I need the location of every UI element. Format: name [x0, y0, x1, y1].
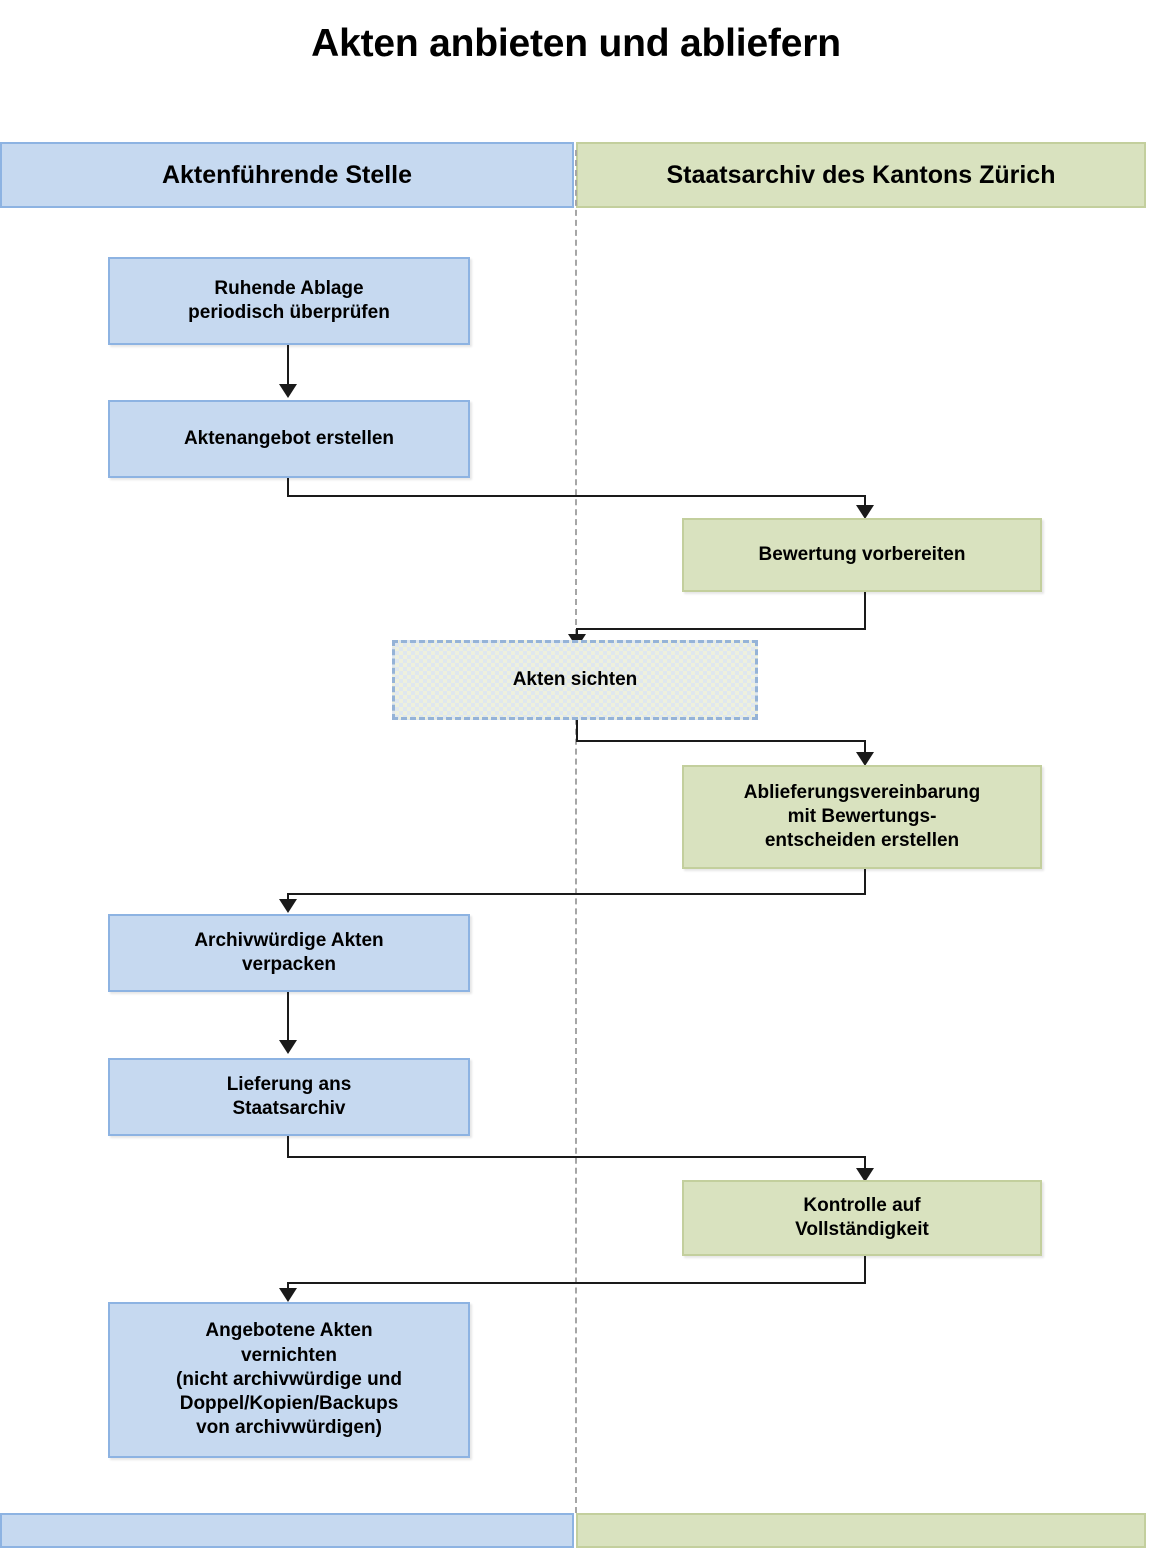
edge-lieferung-to-kontrolle-seg1 [287, 1136, 289, 1158]
node-label: Aktenangebot erstellen [183, 427, 395, 449]
edge-kontrolle-to-vernichten-seg1 [864, 1256, 866, 1284]
edge-ablieferung-to-verpacken-seg1 [864, 869, 866, 895]
node-bewertung-vorbereiten[interactable]: Bewertung vorbereiten [682, 518, 1042, 592]
arrowhead-lieferung-ans-staatsarchiv [279, 1040, 297, 1054]
edge-ruhende-ablage-to-aktenangebot [287, 345, 289, 390]
lane-header-aktenfuehrende-stelle: Aktenführende Stelle [0, 142, 574, 208]
node-akten-sichten[interactable]: Akten sichten [392, 640, 758, 720]
edge-bewertung-to-sichten-seg2 [576, 628, 866, 630]
arrowhead-angebotene-akten-vernichten [279, 1288, 297, 1302]
edge-sichten-to-ablieferung-seg1 [576, 720, 578, 742]
edge-sichten-to-ablieferung-seg2 [576, 740, 866, 742]
arrowhead-kontrolle-vollstaendigkeit [856, 1168, 874, 1182]
arrowhead-archivwuerdige-akten-verpacken [279, 899, 297, 913]
edge-aktenangebot-to-bewertung-seg1 [287, 478, 289, 497]
arrowhead-aktenangebot-erstellen [279, 384, 297, 398]
node-label: Bewertung vorbereiten [758, 543, 966, 565]
lane-header-staatsarchiv: Staatsarchiv des Kantons Zürich [576, 142, 1146, 208]
edge-bewertung-to-sichten-seg1 [864, 592, 866, 630]
arrowhead-bewertung-vorbereiten [856, 505, 874, 519]
edge-lieferung-to-kontrolle-seg3 [864, 1156, 866, 1172]
edge-kontrolle-to-vernichten-seg2 [287, 1282, 866, 1284]
node-aktenangebot-erstellen[interactable]: Aktenangebot erstellen [108, 400, 470, 478]
lane-footer-aktenfuehrende-stelle [0, 1513, 574, 1548]
node-label: Akten sichten [512, 668, 638, 690]
lane-divider [575, 150, 577, 1513]
edge-ablieferung-to-verpacken-seg2 [287, 893, 866, 895]
lane-footer-staatsarchiv [576, 1513, 1146, 1548]
edge-aktenangebot-to-bewertung-seg3 [864, 495, 866, 509]
edge-lieferung-to-kontrolle-seg2 [287, 1156, 866, 1158]
arrowhead-ablieferungsvereinbarung [856, 752, 874, 766]
lane-header-label-left: Aktenführende Stelle [161, 160, 413, 189]
lane-header-label-right: Staatsarchiv des Kantons Zürich [666, 160, 1056, 189]
page-title: Akten anbieten und abliefern [311, 22, 841, 65]
edge-sichten-to-ablieferung-seg3 [864, 740, 866, 756]
edge-verpacken-to-lieferung [287, 992, 289, 1046]
edge-aktenangebot-to-bewertung-seg2 [287, 495, 866, 497]
